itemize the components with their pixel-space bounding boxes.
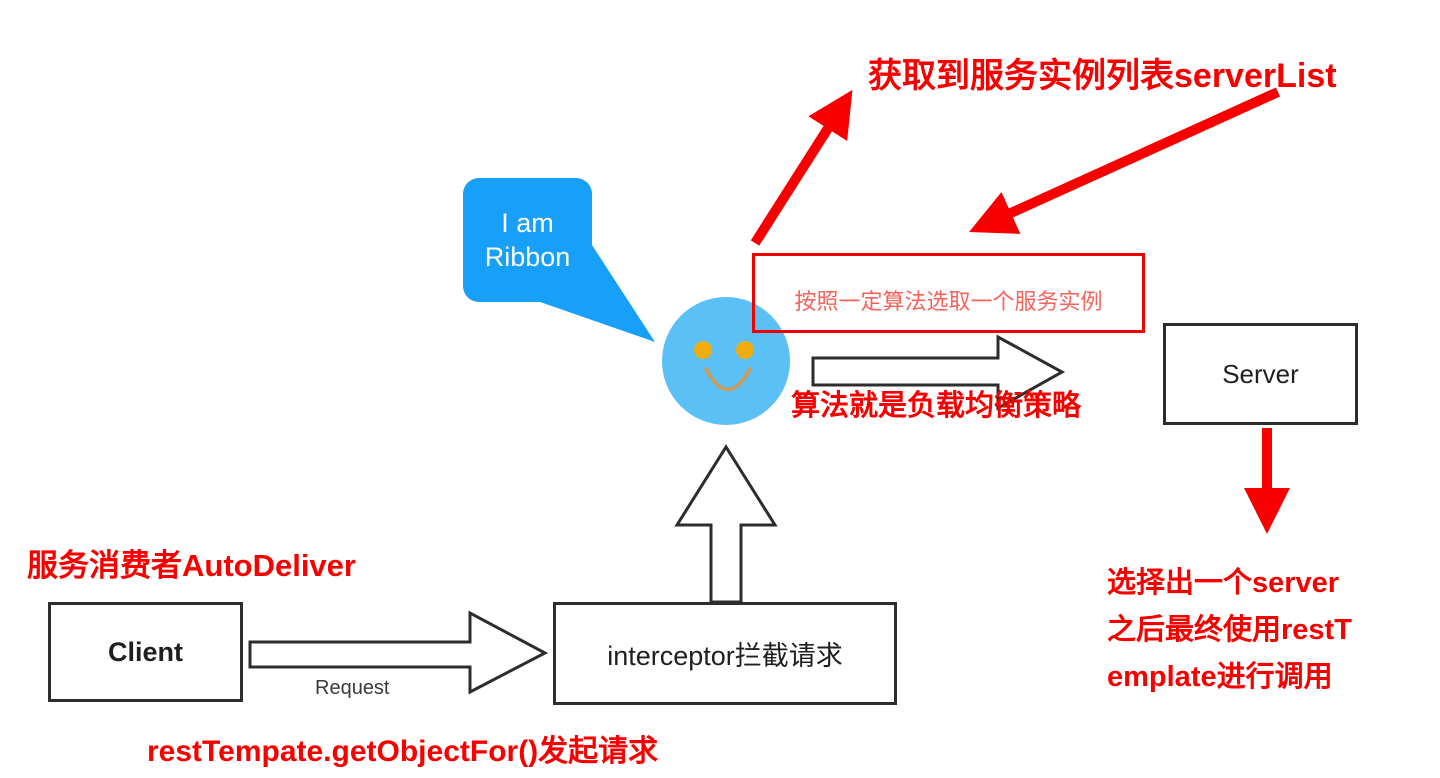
client-label: Client: [107, 636, 183, 667]
to-server-block-arrow: [811, 334, 1066, 411]
algorithm-box: 按照一定算法选取一个服务实例: [752, 253, 1145, 333]
interceptor-label: interceptor拦截请求: [607, 641, 843, 671]
select-server-line2: 之后最终使用restT: [1107, 614, 1352, 646]
up-block-arrow: [674, 444, 778, 604]
load-balance-annotation: 算法就是负载均衡策略: [791, 390, 1082, 422]
select-server-line1: 选择出一个server: [1107, 567, 1340, 599]
client-node: Client: [48, 602, 243, 702]
ribbon-smiley-icon: [662, 297, 790, 425]
select-server-annotation: 选择出一个server 之后最终使用restT emplate进行调用: [1107, 560, 1352, 701]
interceptor-node: interceptor拦截请求: [553, 602, 897, 705]
algorithm-arrow: [969, 87, 1281, 234]
consumer-annotation: 服务消费者AutoDeliver: [27, 548, 356, 583]
request-block-arrow: [248, 610, 549, 695]
algorithm-box-label: 按照一定算法选取一个服务实例: [794, 289, 1103, 314]
ribbon-speech-bubble: I am Ribbon: [463, 178, 592, 302]
server-label: Server: [1222, 358, 1299, 389]
server-node: Server: [1163, 323, 1358, 425]
bubble-line1: I am: [501, 208, 554, 238]
request-label: Request: [315, 677, 390, 699]
serverlist-arrow: [750, 89, 853, 246]
serverlist-annotation: 获取到服务实例列表serverList: [868, 57, 1337, 95]
select-server-line3: emplate进行调用: [1107, 661, 1333, 693]
bubble-line2: Ribbon: [484, 242, 571, 272]
rest-call-annotation: restTempate.getObjectFor()发起请求: [147, 735, 659, 768]
